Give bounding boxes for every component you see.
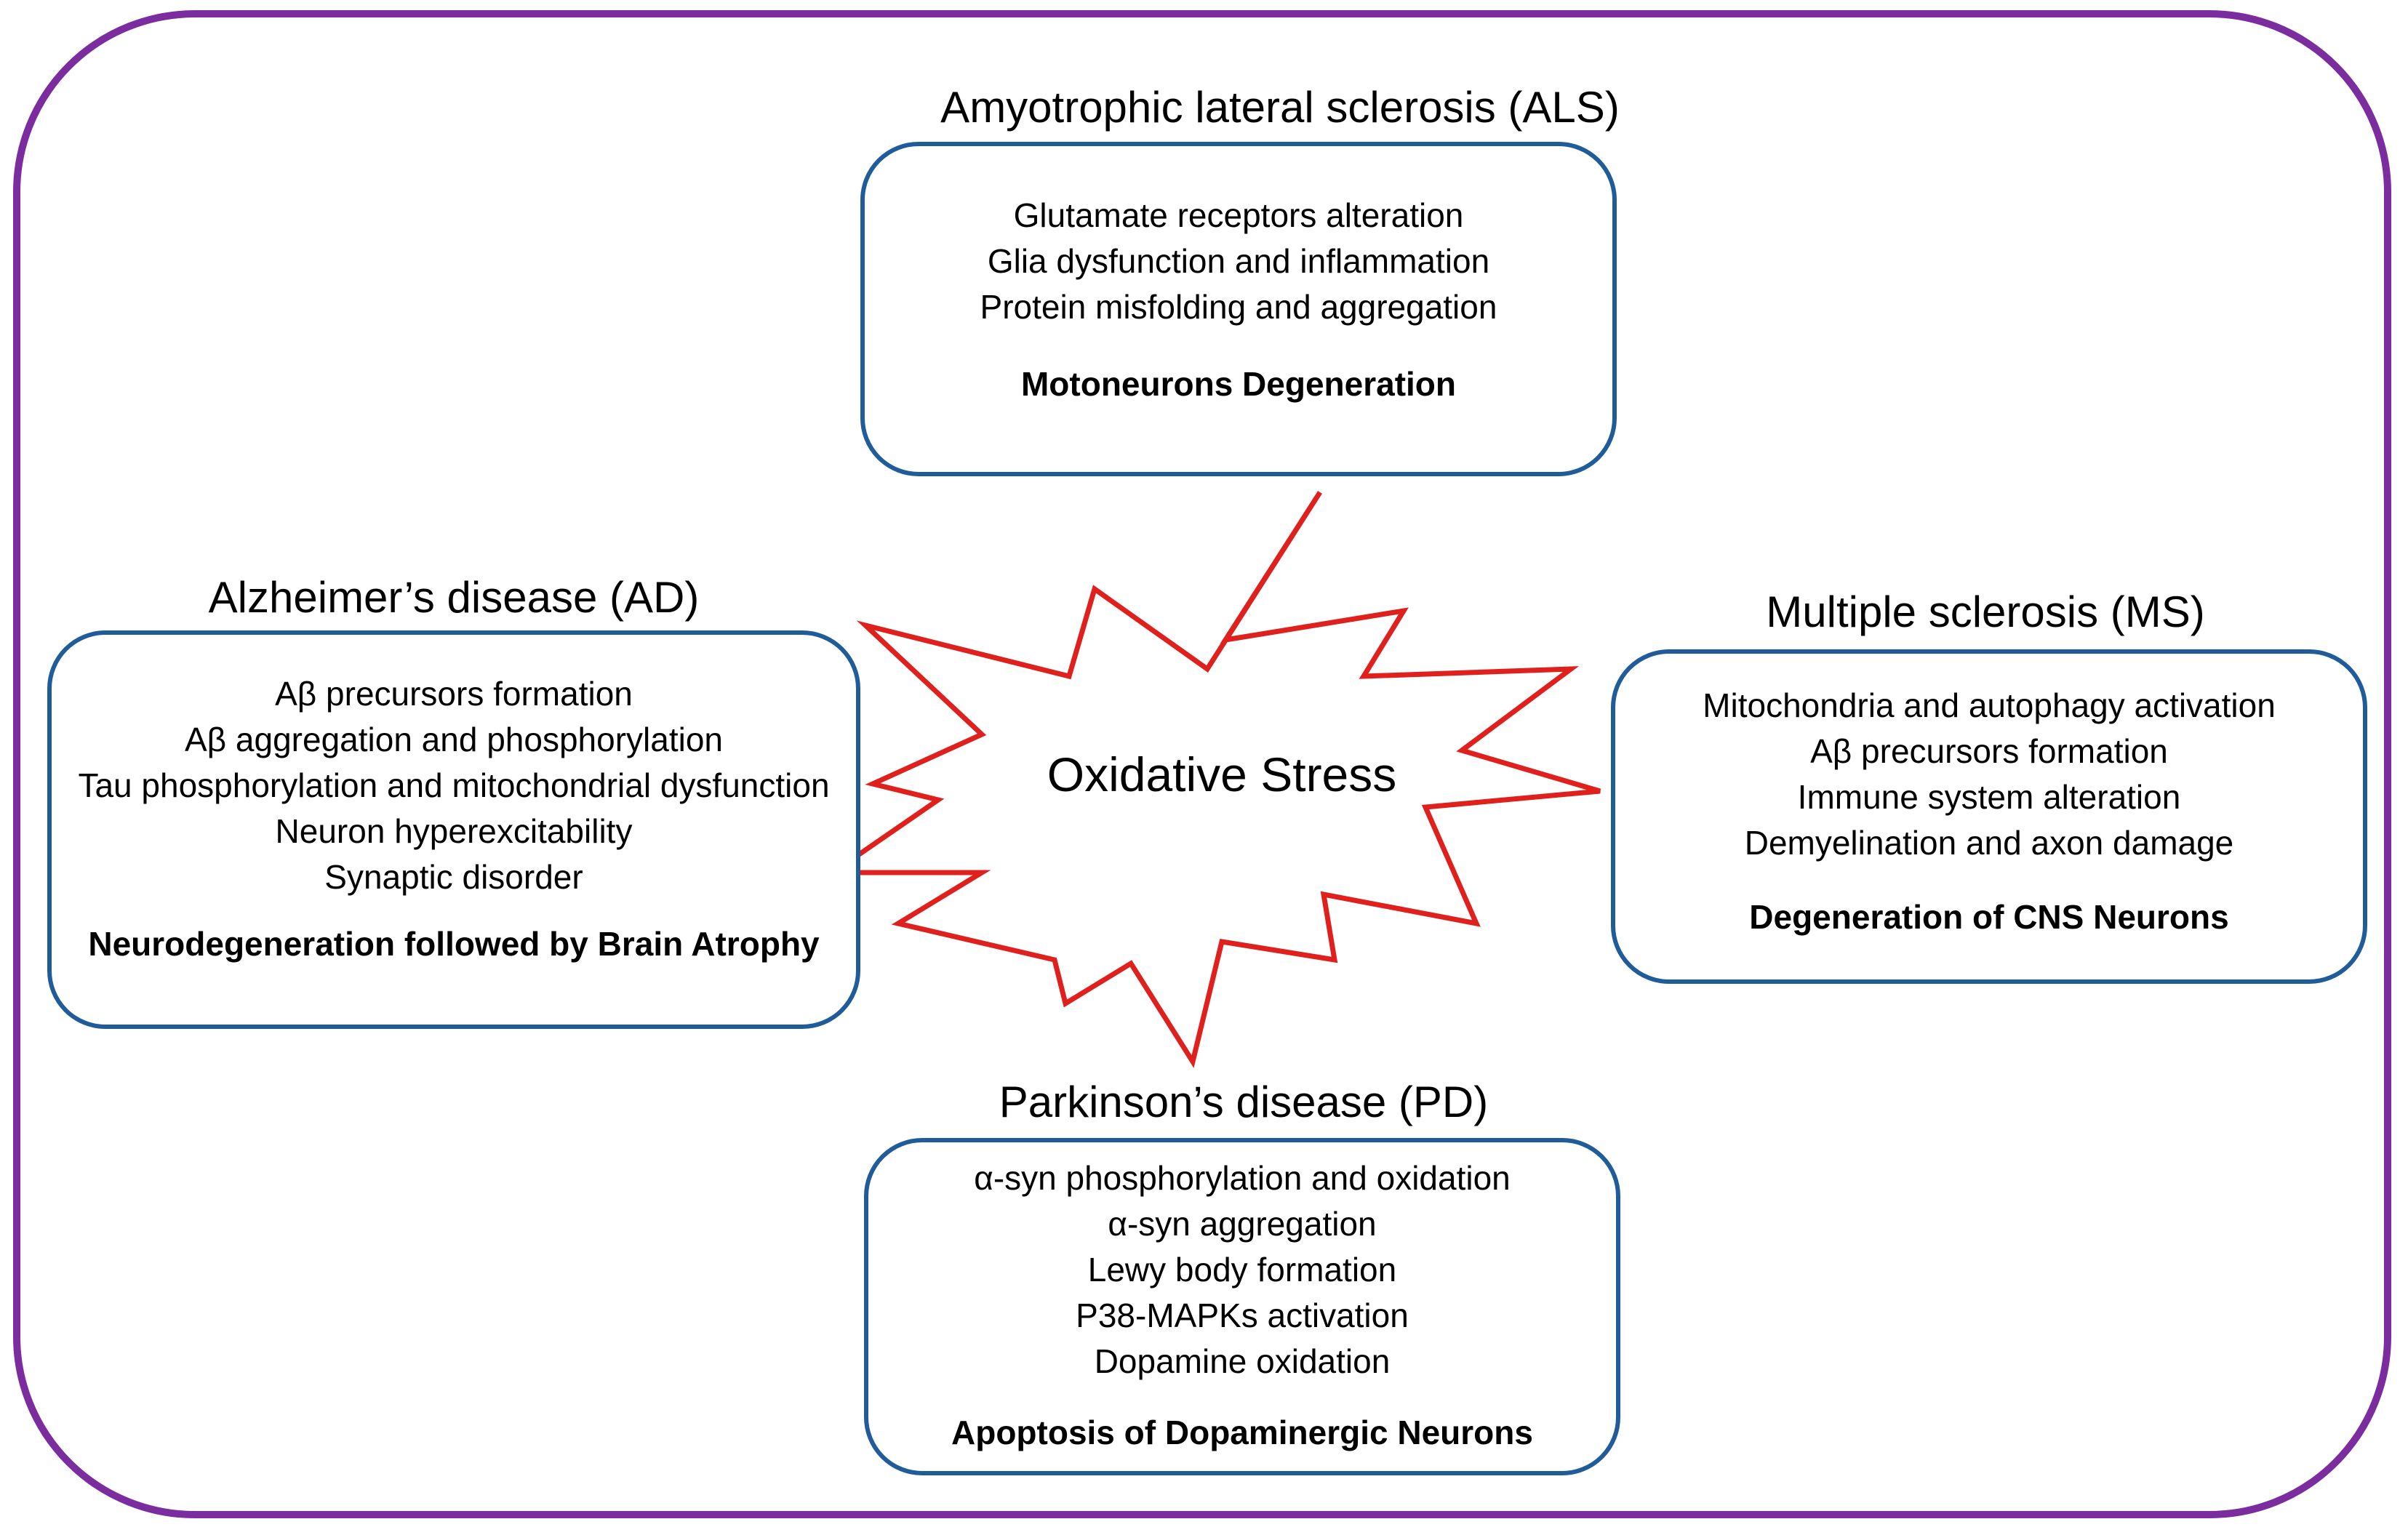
ms-box: Mitochondria and autophagy activation Aβ… [1611, 649, 2367, 984]
list-item: Lewy body formation [1087, 1251, 1397, 1288]
als-outcome: Motoneurons Degeneration [1020, 365, 1457, 403]
als-box: Glutamate receptors alteration Glia dysf… [860, 142, 1617, 476]
list-item: Synaptic disorder [324, 858, 583, 896]
pd-box: α-syn phosphorylation and oxidation α-sy… [864, 1138, 1620, 1475]
list-item: Neuron hyperexcitability [275, 812, 633, 850]
list-item: Dopamine oxidation [1094, 1342, 1391, 1380]
als-title: Amyotrophic lateral sclerosis (ALS) [940, 83, 1620, 132]
ad-items: Aβ precursors formation Aβ aggregation a… [52, 671, 856, 900]
list-item: Aβ precursors formation [1810, 732, 2168, 770]
pd-title: Parkinson’s disease (PD) [999, 1078, 1489, 1126]
list-item: Mitochondria and autophagy activation [1703, 686, 2276, 724]
list-item: α-syn phosphorylation and oxidation [974, 1159, 1511, 1197]
pd-items: α-syn phosphorylation and oxidation α-sy… [868, 1155, 1616, 1384]
list-item: Protein misfolding and aggregation [980, 288, 1497, 326]
list-item: Immune system alteration [1797, 778, 2181, 816]
list-item: P38-MAPKs activation [1076, 1296, 1409, 1334]
ms-items: Mitochondria and autophagy activation Aβ… [1615, 683, 2363, 866]
als-items: Glutamate receptors alteration Glia dysf… [865, 193, 1612, 330]
outer-frame [13, 10, 2391, 1518]
list-item: Tau phosphorylation and mitochondrial dy… [78, 766, 830, 804]
center-label: Oxidative Stress [1047, 748, 1397, 801]
pd-outcome: Apoptosis of Dopaminergic Neurons [951, 1414, 1533, 1451]
list-item: Glia dysfunction and inflammation [987, 242, 1490, 280]
burst-shape [824, 491, 1601, 1068]
list-item: Demyelination and axon damage [1744, 824, 2234, 862]
list-item: Glutamate receptors alteration [1013, 196, 1464, 234]
ad-outcome: Neurodegeneration followed by Brain Atro… [88, 925, 820, 963]
list-item: Aβ aggregation and phosphorylation [185, 721, 723, 758]
list-item: α-syn aggregation [1108, 1205, 1377, 1243]
ms-title: Multiple sclerosis (MS) [1766, 588, 2205, 636]
ad-title: Alzheimer’s disease (AD) [208, 573, 700, 622]
ad-box: Aβ precursors formation Aβ aggregation a… [47, 630, 860, 1029]
ms-outcome: Degeneration of CNS Neurons [1749, 898, 2229, 936]
list-item: Aβ precursors formation [275, 675, 633, 713]
